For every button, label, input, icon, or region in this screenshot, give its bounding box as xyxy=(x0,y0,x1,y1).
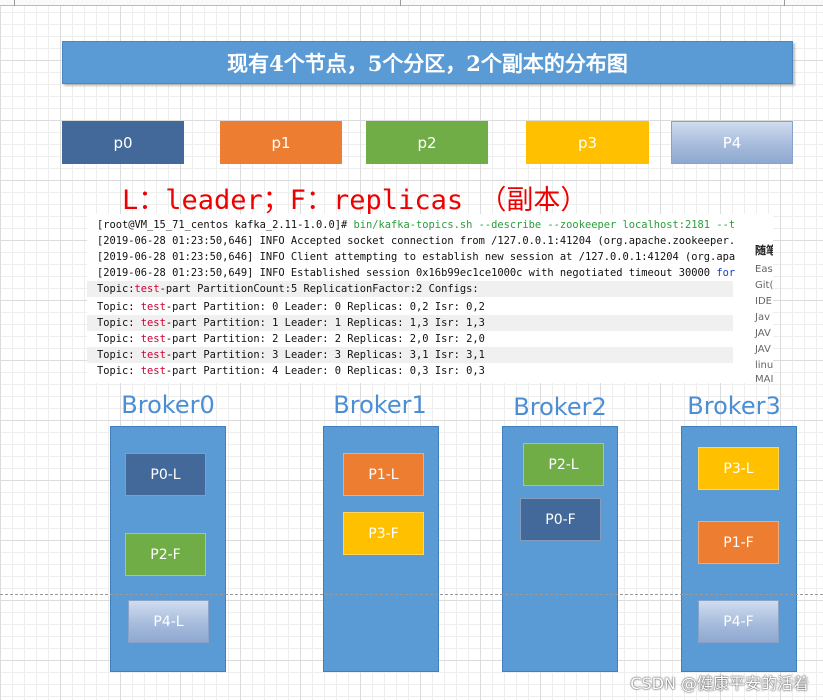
legend-partition-p4: P4 xyxy=(671,121,793,164)
watermark: CSDN @健康平安的活着 xyxy=(630,670,809,694)
broker1-partition-p1-leader: P1-L xyxy=(343,453,424,496)
terminal-text: -part Partition: 1 Leader: 1 Replicas: 1… xyxy=(166,317,485,329)
terminal-text: bin/kafka-topics.sh --describe --zookeep… xyxy=(353,219,735,231)
broker1-label: Broker1 xyxy=(315,391,445,419)
broker2-label: Broker2 xyxy=(495,393,625,421)
terminal-text: -part Partition: 2 Leader: 2 Replicas: 2… xyxy=(166,333,485,345)
broker2-partition-p2-leader: P2-L xyxy=(523,443,604,486)
terminal-output: [root@VM_15_71_centos kafka_2.11-1.0.0]#… xyxy=(87,214,773,383)
terminal-text: Topic: xyxy=(97,301,141,313)
ruler-strip xyxy=(0,0,823,6)
terminal-text: [2019-06-28 01:23:50,649] INFO Establish… xyxy=(97,267,716,279)
terminal-line: Topic: test-part Partition: 2 Leader: 2 … xyxy=(87,331,485,347)
terminal-text: -part PartitionCount:5 ReplicationFactor… xyxy=(160,283,479,295)
topic-name-highlight: test xyxy=(135,283,160,295)
broker3-partition-p3-leader: P3-L xyxy=(698,447,779,490)
terminal-text: -part Partition: 0 Leader: 0 Replicas: 0… xyxy=(166,301,485,313)
topic-name-highlight: test xyxy=(141,333,166,345)
terminal-text: -part Partition: 3 Leader: 3 Replicas: 3… xyxy=(166,349,485,361)
page-break-line xyxy=(0,594,823,595)
broker1-partition-p3-follower: P3-F xyxy=(343,512,424,555)
terminal-text: Topic: xyxy=(97,317,141,329)
terminal-line: [2019-06-28 01:23:50,649] INFO Establish… xyxy=(87,265,735,281)
terminal-line: Topic: test-part Partition: 0 Leader: 0 … xyxy=(87,299,485,315)
terminal-text: Topic: xyxy=(97,333,141,345)
terminal-text: [2019-06-28 01:23:50,646] INFO Client at… xyxy=(97,251,735,263)
terminal-line: Topic: test-part Partition: 4 Leader: 0 … xyxy=(87,363,485,379)
terminal-line: [2019-06-28 01:23:50,646] INFO Client at… xyxy=(87,249,735,265)
broker2-partition-p0-follower: P0-F xyxy=(520,498,601,541)
side-nav-item: Git( xyxy=(755,280,773,291)
topic-name-highlight: test xyxy=(141,301,166,313)
terminal-line: Topic: test-part Partition: 1 Leader: 1 … xyxy=(87,315,733,331)
diagram-title: 现有4个节点，5个分区，2个副本的分布图 xyxy=(62,41,793,84)
terminal-text: Topic: xyxy=(97,365,141,377)
terminal-text: [root@VM_15_71_centos kafka_2.11-1.0.0]# xyxy=(97,219,353,231)
broker0-label: Broker0 xyxy=(103,391,233,419)
topic-name-highlight: test xyxy=(141,317,166,329)
broker0-partition-p4-leader: P4-L xyxy=(128,600,209,643)
terminal-text: for xyxy=(716,267,735,279)
terminal-line: [root@VM_15_71_centos kafka_2.11-1.0.0]#… xyxy=(87,217,735,233)
legend-partition-p1: p1 xyxy=(220,121,342,164)
broker3-label: Broker3 xyxy=(669,392,799,420)
terminal-text: [2019-06-28 01:23:50,646] INFO Accepted … xyxy=(97,235,735,247)
terminal-line: [2019-06-28 01:23:50,646] INFO Accepted … xyxy=(87,233,735,249)
terminal-text: Topic: xyxy=(97,349,141,361)
side-nav-item: Eas xyxy=(755,264,773,275)
legend-partition-p3: p3 xyxy=(526,121,649,164)
side-nav-item: linu xyxy=(755,360,773,371)
topic-name-highlight: test xyxy=(141,365,166,377)
side-nav-item: IDE xyxy=(755,296,772,307)
side-nav-item: Jav xyxy=(755,312,770,323)
terminal-text: -part Partition: 4 Leader: 0 Replicas: 0… xyxy=(166,365,485,377)
legend-note: L：leader；F：replicas （副本） xyxy=(122,178,587,217)
terminal-text: Topic: xyxy=(97,283,135,295)
legend-partition-p0: p0 xyxy=(62,121,184,164)
side-nav-item: 随笔 xyxy=(755,242,773,258)
side-nav-item: MAI xyxy=(755,374,773,383)
topic-name-highlight: test xyxy=(141,349,166,361)
broker0-partition-p2-follower: P2-F xyxy=(125,533,206,576)
side-nav-item: JAV xyxy=(755,344,771,355)
terminal-line: Topic: test-part Partition: 3 Leader: 3 … xyxy=(87,347,733,363)
broker3-partition-p1-follower: P1-F xyxy=(698,521,779,564)
legend-partition-p2: p2 xyxy=(366,121,488,164)
side-nav-item: JAV xyxy=(755,328,771,339)
broker3-partition-p4-follower: P4-F xyxy=(698,600,779,643)
broker0-partition-p0-leader: P0-L xyxy=(125,453,206,496)
terminal-line: Topic:test-part PartitionCount:5 Replica… xyxy=(87,281,733,297)
